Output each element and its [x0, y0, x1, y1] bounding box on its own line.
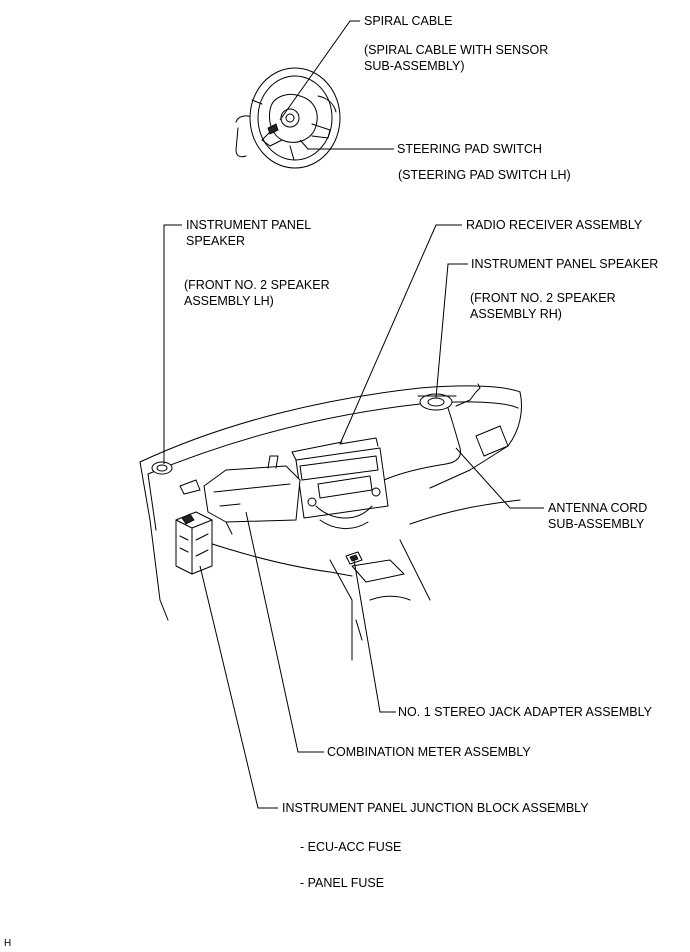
label-spiral-cable-sub2: SUB-ASSEMBLY): [364, 59, 465, 73]
steering-wheel-illustration: [235, 67, 341, 169]
label-ip-speaker-lh-sub1: (FRONT NO. 2 SPEAKER: [184, 278, 330, 292]
label-antenna-cord-2: SUB-ASSEMBLY: [548, 517, 645, 531]
label-spiral-cable: SPIRAL CABLE: [364, 14, 452, 28]
leader-radio-receiver: [339, 224, 462, 445]
label-stereo-jack: NO. 1 STEREO JACK ADAPTER ASSEMBLY: [398, 705, 653, 719]
leader-spiral-cable: [279, 20, 360, 121]
label-ip-speaker-rh: INSTRUMENT PANEL SPEAKER: [471, 257, 658, 271]
label-spiral-cable-sub1: (SPIRAL CABLE WITH SENSOR: [364, 43, 548, 57]
label-fuse-ecu-acc: - ECU-ACC FUSE: [300, 840, 401, 854]
label-junction-block: INSTRUMENT PANEL JUNCTION BLOCK ASSEMBLY: [282, 801, 589, 815]
leader-stereo-jack: [353, 559, 396, 713]
leader-junction-block: [199, 565, 278, 809]
label-ip-speaker-lh-2: SPEAKER: [186, 234, 245, 248]
label-combination-meter: COMBINATION METER ASSEMBLY: [327, 745, 531, 759]
label-antenna-cord-1: ANTENNA CORD: [548, 501, 647, 515]
leader-ip-speaker-rh: [435, 263, 468, 399]
labels: SPIRAL CABLE (SPIRAL CABLE WITH SENSOR S…: [4, 14, 658, 949]
label-ip-speaker-lh-sub2: ASSEMBLY LH): [184, 294, 274, 308]
label-ip-speaker-rh-sub2: ASSEMBLY RH): [470, 307, 562, 321]
label-steering-pad-switch: STEERING PAD SWITCH: [397, 142, 542, 156]
leader-antenna-cord: [455, 447, 544, 509]
leader-ip-speaker-lh: [163, 224, 182, 464]
label-steering-pad-switch-sub: (STEERING PAD SWITCH LH): [398, 168, 571, 182]
label-radio-receiver: RADIO RECEIVER ASSEMBLY: [466, 218, 643, 232]
leader-combination-meter: [245, 511, 324, 753]
instrument-panel-illustration: [139, 383, 522, 661]
corner-mark: H: [4, 938, 11, 949]
label-ip-speaker-rh-sub1: (FRONT NO. 2 SPEAKER: [470, 291, 616, 305]
leader-steering-pad: [299, 139, 394, 150]
label-fuse-panel: - PANEL FUSE: [300, 876, 384, 890]
label-ip-speaker-lh-1: INSTRUMENT PANEL: [186, 218, 311, 232]
leader-lines: [163, 20, 544, 809]
